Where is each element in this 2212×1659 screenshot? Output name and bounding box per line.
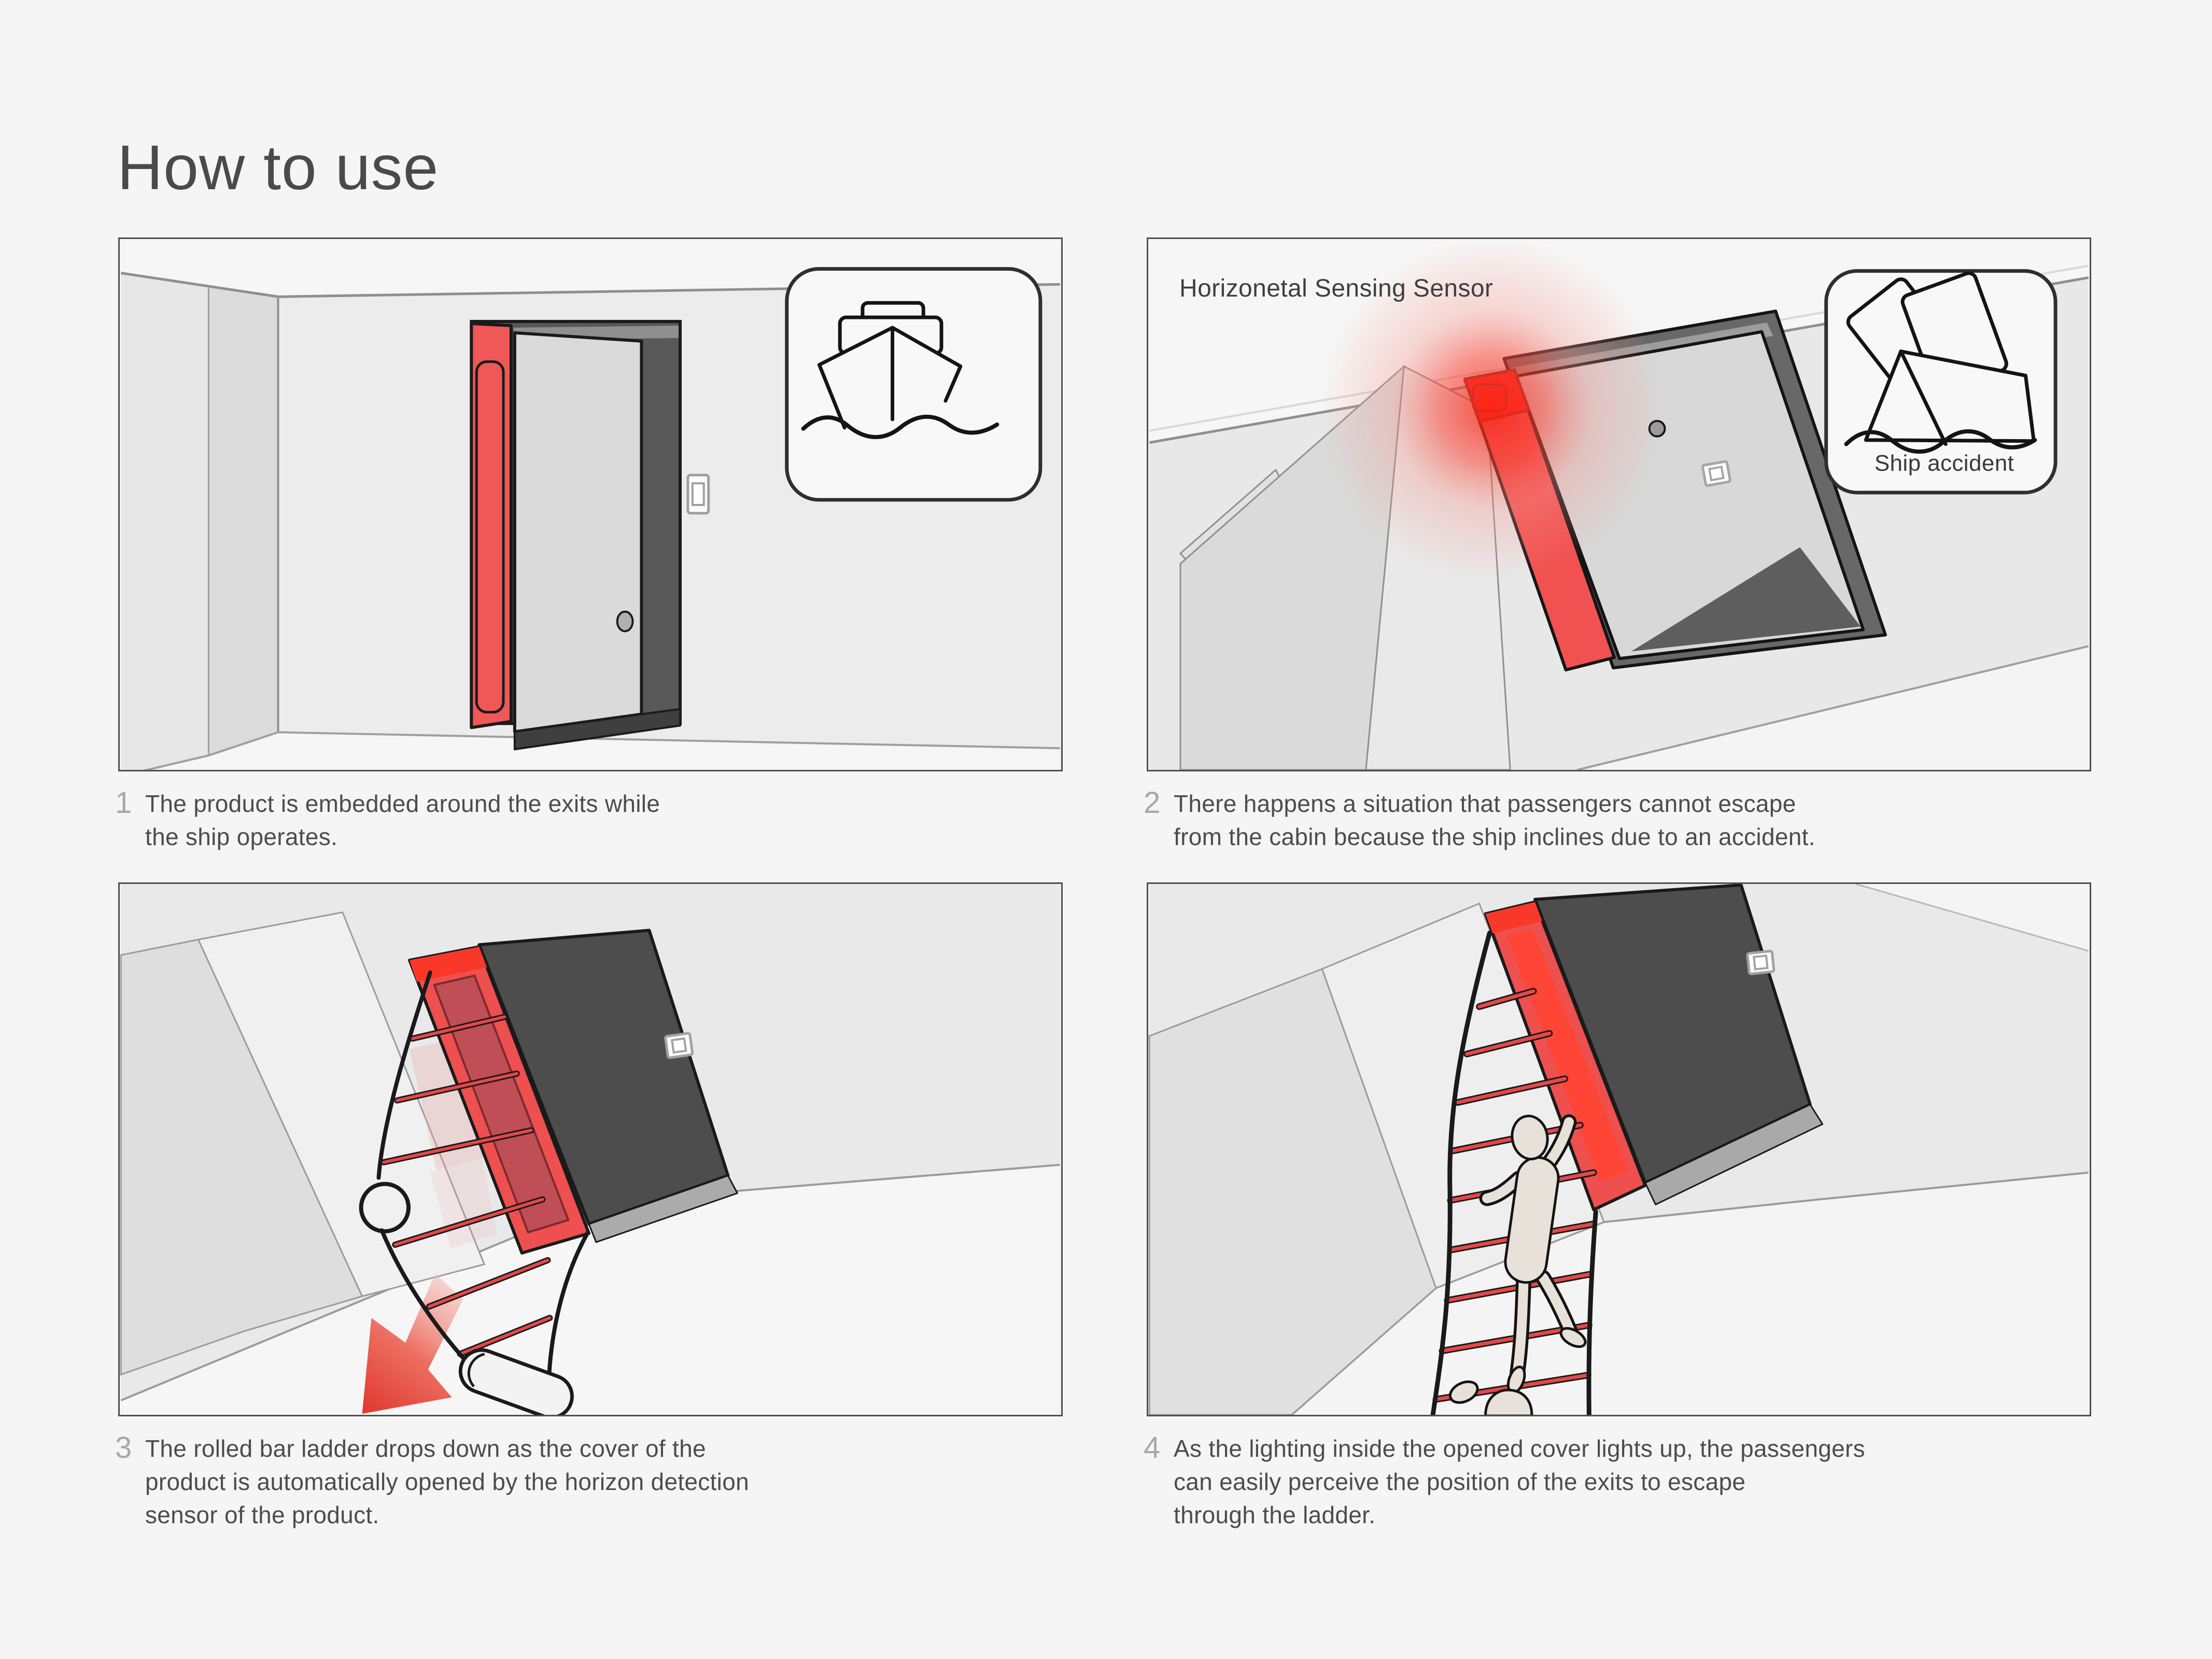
red-frame-product-open <box>1484 884 1824 1212</box>
step-3-illustration <box>118 882 1063 1416</box>
ship-accident-label: Ship accident <box>1874 451 2014 476</box>
step-2-illustration: Horizonetal Sensing Sensor Ship accident <box>1147 237 2091 771</box>
door-knob <box>616 610 634 632</box>
room-scene-upright <box>120 267 1060 770</box>
light-switch-icon <box>1746 950 1776 975</box>
caption-line: through the ladder. <box>1174 1501 1376 1528</box>
open-door <box>513 331 643 734</box>
caption-line: There happens a situation that passenger… <box>1174 790 1796 817</box>
climbing-person-silhouette <box>1479 1114 1587 1394</box>
caption-line: The rolled bar ladder drops down as the … <box>145 1435 706 1462</box>
escape-scene <box>1148 884 2089 1415</box>
step-2-caption: 2 There happens a situation that passeng… <box>1144 787 2160 853</box>
light-switch-icon <box>1701 460 1731 487</box>
light-switch-icon <box>686 473 710 515</box>
step-1-illustration <box>118 237 1063 771</box>
step-number: 1 <box>115 786 132 820</box>
step-3-caption: 3 The rolled bar ladder drops down as th… <box>115 1432 1131 1531</box>
ship-badge <box>785 267 1042 502</box>
ship-icon <box>801 301 999 440</box>
rolled-bar <box>458 1348 574 1415</box>
ship-accident-icon <box>1844 271 2037 454</box>
left-wall-far <box>121 273 209 770</box>
caption-line: product is automatically opened by the h… <box>145 1468 749 1495</box>
step-1-caption: 1 The product is embedded around the exi… <box>115 787 1131 853</box>
sensor-glow <box>1319 239 1665 582</box>
caption-line: sensor of the product. <box>145 1501 379 1528</box>
red-frame-product <box>470 322 513 729</box>
step-4-illustration <box>1147 882 2091 1416</box>
step-number: 4 <box>1144 1431 1161 1465</box>
escape-ladder <box>359 971 590 1415</box>
ship-accident-badge <box>1824 269 2058 495</box>
caption-line: The product is embedded around the exits… <box>145 790 660 817</box>
second-person-silhouette <box>1448 1380 1533 1415</box>
light-switch-icon <box>664 1032 694 1059</box>
step-4-caption: 4 As the lighting inside the opened cove… <box>1144 1432 2160 1531</box>
step-number: 2 <box>1144 786 1161 820</box>
left-wall-near <box>208 286 278 756</box>
ladder-drop-scene <box>120 884 1060 1415</box>
caption-line: the ship operates. <box>145 823 338 850</box>
floor <box>121 732 1060 770</box>
wall-wedge-dark-face <box>1148 968 1437 1415</box>
page-title: How to use <box>117 132 439 203</box>
lighting-strip <box>1506 929 1629 1182</box>
caption-line: from the cabin because the ship inclines… <box>1174 823 1815 850</box>
red-frame-product-open <box>408 929 738 1255</box>
wall-wedge-dark-face <box>120 938 363 1376</box>
caption-line: As the lighting inside the opened cover … <box>1174 1435 1865 1462</box>
room-scene-inclined <box>1149 239 2089 770</box>
sensor-label: Horizonetal Sensing Sensor <box>1179 275 1494 302</box>
caption-line: can easily perceive the position of the … <box>1174 1468 1746 1495</box>
step-number: 3 <box>115 1431 132 1465</box>
down-arrow-icon <box>362 1273 463 1414</box>
